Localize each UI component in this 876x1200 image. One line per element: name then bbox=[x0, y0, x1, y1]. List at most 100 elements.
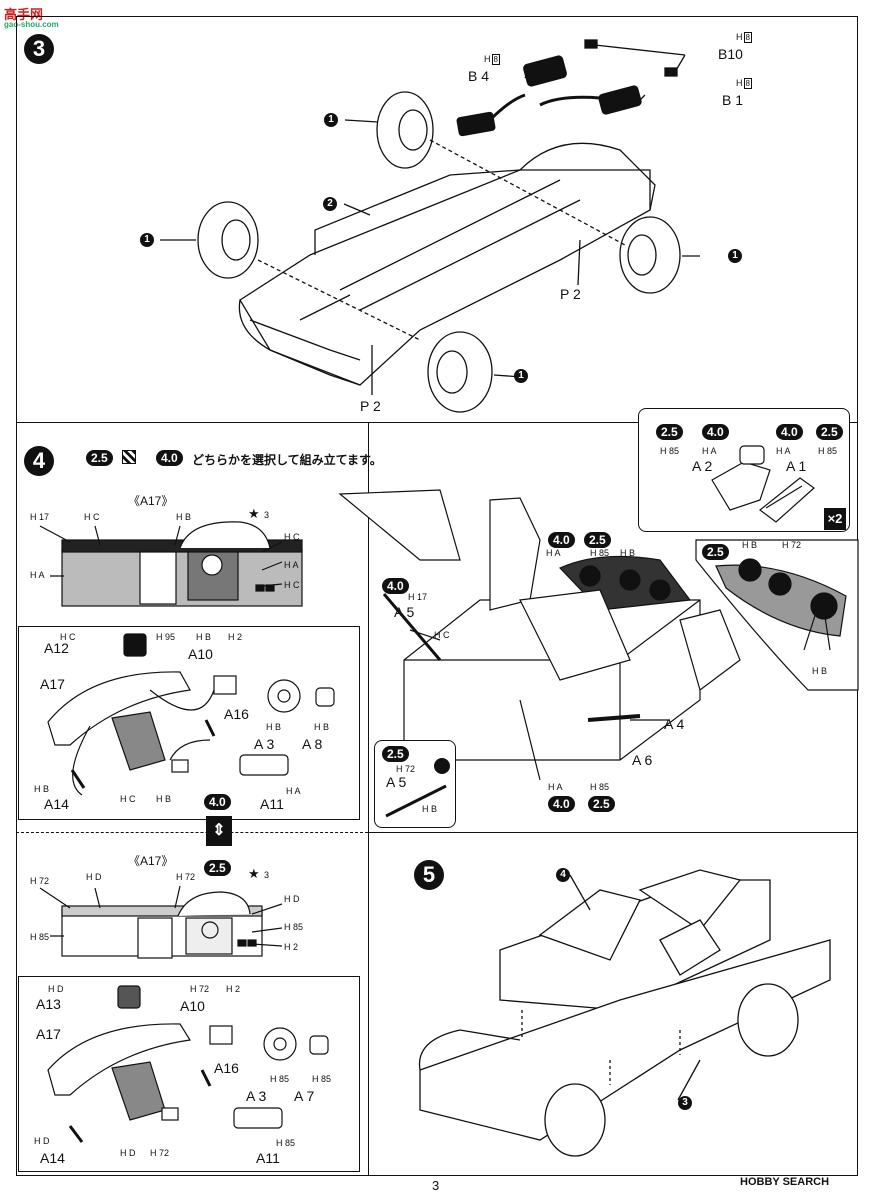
paint-upper-ha-1: H A bbox=[30, 570, 45, 580]
part-a10-label: A10 bbox=[188, 646, 213, 662]
switch-arrow-icon: ⇕ bbox=[206, 816, 232, 846]
part-a1-label: A 1 bbox=[786, 458, 807, 474]
step4-instruction: どちらかを選択して組み立てます。 bbox=[192, 453, 382, 467]
seat-paint-a-b: H A bbox=[776, 446, 791, 456]
part-a14-label: A14 bbox=[44, 796, 69, 812]
divider-step5 bbox=[368, 832, 858, 833]
callout-1-rear-right: 1 bbox=[728, 249, 742, 263]
paint-lower-h72-2: H 72 bbox=[176, 872, 196, 882]
part-b10-label: B10 bbox=[718, 46, 743, 62]
decal-number: 3 bbox=[264, 510, 270, 520]
interior-paint-h17: H 17 bbox=[408, 592, 428, 602]
paint-lower-hd-1: H D bbox=[86, 872, 102, 882]
part-a13-label: A13 bbox=[36, 996, 61, 1012]
part-b1-label: B 1 bbox=[722, 92, 744, 108]
tray-paint-h72: H 72 bbox=[782, 540, 802, 550]
interior-paint-ha: H A bbox=[546, 548, 561, 558]
interior-pill-2-5-c: 2.5 bbox=[588, 796, 615, 812]
paint-a7: H 85 bbox=[312, 1074, 332, 1084]
page-number: 3 bbox=[432, 1178, 440, 1193]
step5-callout-4: 4 bbox=[556, 868, 570, 882]
part-a11-lower-label: A11 bbox=[256, 1150, 280, 1166]
interior-paint-h85: H 85 bbox=[590, 548, 610, 558]
paint-console-72: H 72 bbox=[150, 1148, 170, 1158]
either-icon bbox=[122, 450, 136, 464]
paint-lower-h85-1: H 85 bbox=[284, 922, 304, 932]
part-a5-label: A 5 bbox=[394, 604, 415, 620]
paint-h2-upper: H 2 bbox=[228, 632, 243, 642]
switch-2-5-pill: 2.5 bbox=[204, 860, 231, 876]
paint-upper-h17: H 17 bbox=[30, 512, 50, 522]
switch-4-0-pill: 4.0 bbox=[204, 794, 231, 810]
a17-title-lower: 《A17》 bbox=[128, 854, 174, 868]
part-a16-lower-label: A16 bbox=[214, 1060, 239, 1076]
callout-1-rear-left: 1 bbox=[324, 113, 338, 127]
paint-h2-lower: H 2 bbox=[226, 984, 241, 994]
paint-console-d: H D bbox=[120, 1148, 136, 1158]
callout-1-front-left: 1 bbox=[140, 233, 154, 247]
paint-a11-lower: H 85 bbox=[276, 1138, 296, 1148]
interior-paint-ha-b: H A bbox=[548, 782, 563, 792]
divider-step4-left bbox=[368, 422, 369, 832]
seat-pill-4-0-a: 4.0 bbox=[702, 424, 729, 440]
part-a12-label: A12 bbox=[44, 640, 69, 656]
part-a6-label: A 6 bbox=[632, 752, 653, 768]
interior-paint-h85-b: H 85 bbox=[590, 782, 610, 792]
divider-step3 bbox=[16, 422, 858, 423]
paint-lower-h2: H 2 bbox=[284, 942, 299, 952]
part-a2-label: A 2 bbox=[692, 458, 713, 474]
part-a17-lower-label: A17 bbox=[36, 1026, 61, 1042]
part-a5-option-label: A 5 bbox=[386, 774, 407, 790]
seat-paint-85-b: H 85 bbox=[818, 446, 838, 456]
paint-upper-ha-2: H A bbox=[284, 560, 299, 570]
paint-95: H 95 bbox=[156, 632, 176, 642]
tray-paint-hb-1: H B bbox=[742, 540, 758, 550]
tray-paint-hb-2: H B bbox=[812, 666, 828, 676]
paint-a8: H B bbox=[314, 722, 330, 732]
paint-upper-hc-2: H C bbox=[284, 532, 300, 542]
step5-callout-3: 3 bbox=[678, 1096, 692, 1110]
star-decal-icon-lower: ★ bbox=[248, 866, 260, 881]
interior-pill-4-0-c: 4.0 bbox=[548, 796, 575, 812]
paint-a13: H D bbox=[48, 984, 64, 994]
quantity-x2-badge: ×2 bbox=[824, 508, 846, 530]
paint-lower-h72-1: H 72 bbox=[30, 876, 50, 886]
paint-a3: H B bbox=[266, 722, 282, 732]
seat-pill-2-5-b: 2.5 bbox=[816, 424, 843, 440]
interior-pill-4-0-b: 4.0 bbox=[548, 532, 575, 548]
step-4-number: 4 bbox=[24, 446, 54, 476]
paint-upper-hb: H B bbox=[176, 512, 192, 522]
seat-pill-4-0-b: 4.0 bbox=[776, 424, 803, 440]
part-a10-lower-label: A10 bbox=[180, 998, 205, 1014]
part-p2-right-label: P 2 bbox=[560, 286, 581, 302]
tray-pill-2-5: 2.5 bbox=[702, 544, 729, 560]
paint-upper-hc-1: H C bbox=[84, 512, 100, 522]
paint-a11: H A bbox=[286, 786, 301, 796]
part-a17-label: A17 bbox=[40, 676, 65, 692]
paint-console-c: H C bbox=[120, 794, 136, 804]
paint-a10: H B bbox=[196, 632, 212, 642]
version-2-5-pill: 2.5 bbox=[86, 450, 113, 466]
a5-paint-h72: H 72 bbox=[396, 764, 416, 774]
a5-paint-hb: H B bbox=[422, 804, 438, 814]
part-p2-left-label: P 2 bbox=[360, 398, 381, 414]
seat-paint-a-a: H A bbox=[702, 446, 717, 456]
seat-paint-85-a: H 85 bbox=[660, 446, 680, 456]
part-a3-label: A 3 bbox=[254, 736, 275, 752]
paint-a14: H B bbox=[34, 784, 50, 794]
paint-a3-lower: H 85 bbox=[270, 1074, 290, 1084]
site-watermark-url: gao-shou.com bbox=[4, 20, 59, 29]
part-a14-lower-label: A14 bbox=[40, 1150, 65, 1166]
part-a3-lower-label: A 3 bbox=[246, 1088, 267, 1104]
seat-pill-2-5-a: 2.5 bbox=[656, 424, 683, 440]
decal-number-lower: 3 bbox=[264, 870, 270, 880]
callout-2-chassis: 2 bbox=[323, 197, 337, 211]
part-a8-label: A 8 bbox=[302, 736, 323, 752]
a17-title: 《A17》 bbox=[128, 494, 174, 508]
paint-spot-icon bbox=[434, 758, 450, 774]
part-a7-label: A 7 bbox=[294, 1088, 315, 1104]
interior-paint-hb: H B bbox=[620, 548, 636, 558]
callout-1-front-right: 1 bbox=[514, 369, 528, 383]
